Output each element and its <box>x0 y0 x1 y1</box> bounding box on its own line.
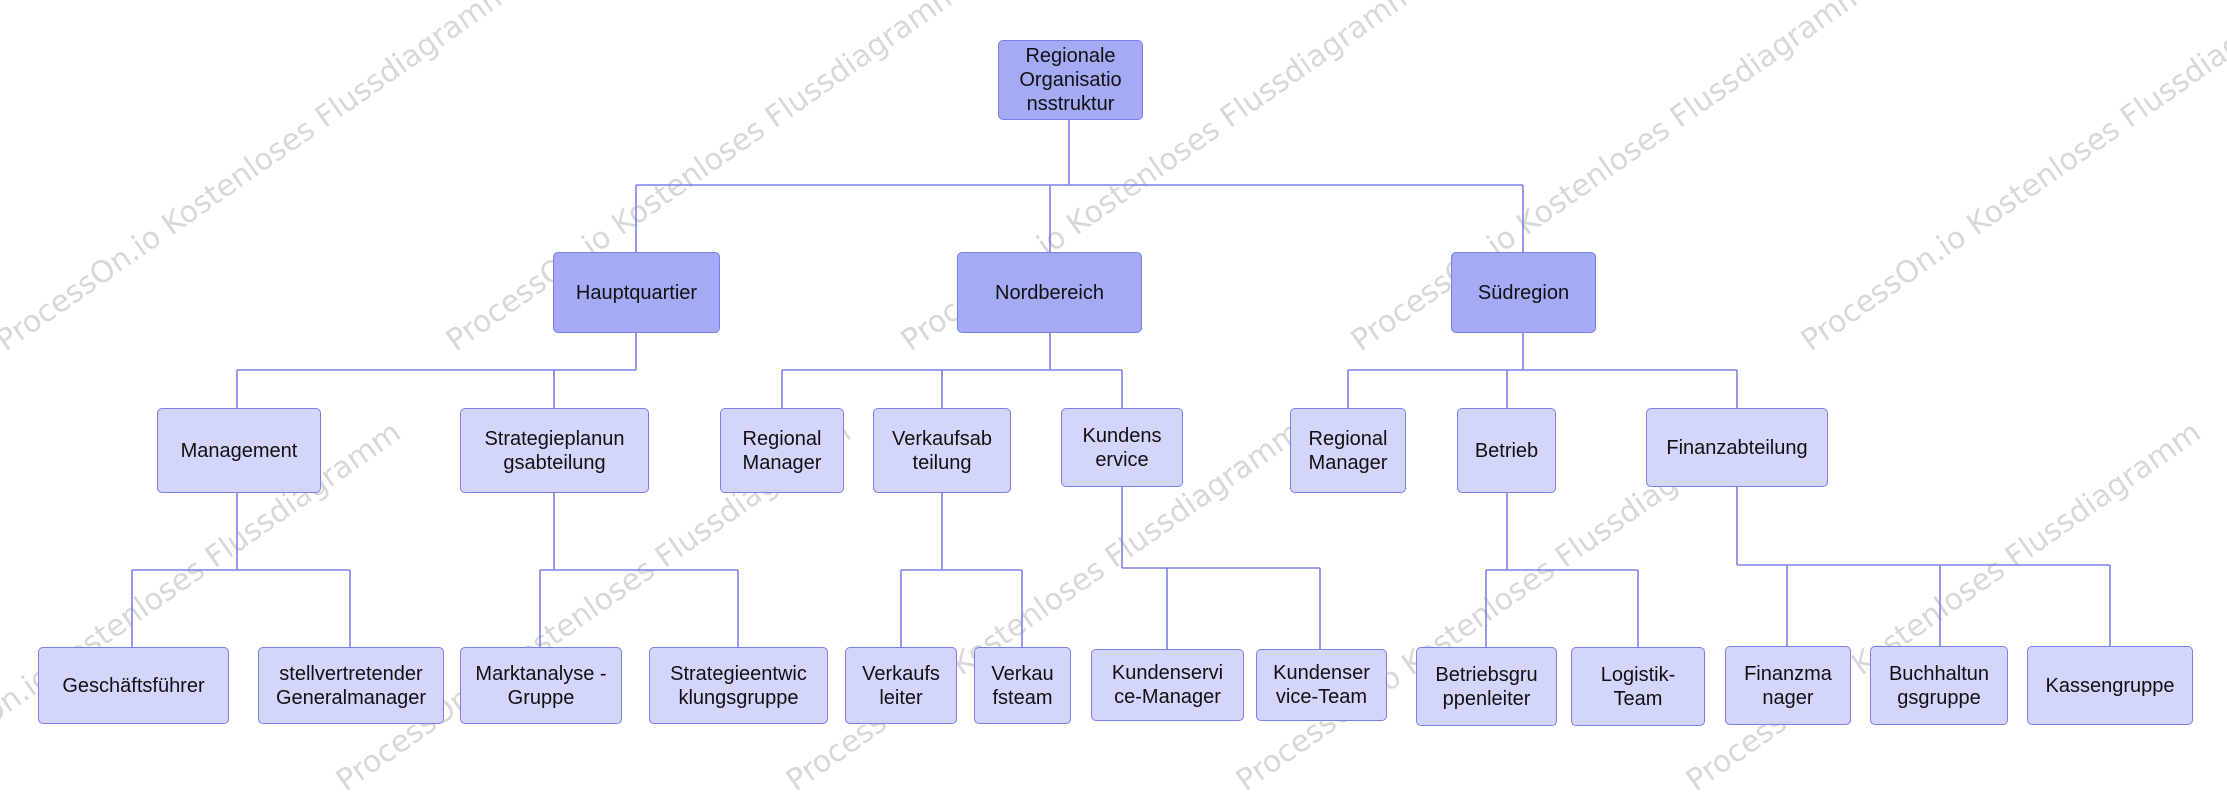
connector <box>236 333 637 408</box>
node-label: Kundenser vice-Team <box>1273 662 1370 708</box>
node-ceo[interactable]: Geschäftsführer <box>38 647 229 724</box>
node-market-analysis-group[interactable]: Marktanalyse -Gruppe <box>460 647 622 724</box>
node-label: Verkaufsab teilung <box>891 427 993 474</box>
node-label: Verkaufs leiter <box>862 662 940 709</box>
node-label: Regional Manager <box>1308 427 1388 474</box>
node-sales-team[interactable]: Verkau fsteam <box>974 647 1071 724</box>
node-regional-organization[interactable]: Regionale Organisatio nsstruktur <box>998 40 1143 120</box>
node-label: stellvertretender Generalmanager <box>275 662 427 709</box>
node-betrieb[interactable]: Betrieb <box>1457 408 1556 493</box>
node-logistics-team[interactable]: Logistik- Team <box>1571 647 1705 726</box>
connector <box>1485 493 1639 647</box>
node-deputy-general-manager[interactable]: stellvertretender Generalmanager <box>258 647 444 724</box>
node-sales-lead[interactable]: Verkaufs leiter <box>845 647 957 724</box>
node-label: Finanzma nager <box>1744 662 1832 709</box>
connector <box>1347 333 1738 408</box>
node-label: Nordbereich <box>995 281 1104 304</box>
node-label: Regionale Organisatio nsstruktur <box>1019 45 1122 115</box>
node-nordbereich[interactable]: Nordbereich <box>957 252 1142 333</box>
connector <box>131 493 351 647</box>
node-label: Strategieentwic klungsgruppe <box>670 662 807 709</box>
connector <box>539 493 739 647</box>
node-operations-group-lead[interactable]: Betriebsgru ppenleiter <box>1416 647 1557 726</box>
node-label: Geschäftsführer <box>62 674 205 697</box>
node-label: Betrieb <box>1474 439 1539 462</box>
connector <box>900 493 1023 647</box>
node-label: Kundenservi ce-Manager <box>1111 662 1224 708</box>
node-label: Finanzabteilung <box>1666 436 1808 459</box>
node-strategy-development-group[interactable]: Strategieentwic klungsgruppe <box>649 647 828 724</box>
connector <box>635 120 1524 252</box>
node-sales-department[interactable]: Verkaufsab teilung <box>873 408 1011 493</box>
node-accounting-group[interactable]: Buchhaltun gsgruppe <box>1870 646 2008 725</box>
node-north-regional-manager[interactable]: Regional Manager <box>720 408 844 493</box>
node-label: Betriebsgru ppenleiter <box>1435 663 1538 710</box>
node-south-regional-manager[interactable]: Regional Manager <box>1290 408 1406 493</box>
node-label: Logistik- Team <box>1600 663 1676 710</box>
node-label: Verkau fsteam <box>991 662 1054 709</box>
connector-lines <box>131 120 2111 649</box>
connector <box>1736 487 2111 646</box>
node-customer-service-team[interactable]: Kundenser vice-Team <box>1256 649 1387 721</box>
connector <box>1121 487 1321 649</box>
node-strategy-department[interactable]: Strategieplanun gsabteilung <box>460 408 649 493</box>
node-label: Management <box>180 439 298 462</box>
node-finance-department[interactable]: Finanzabteilung <box>1646 408 1828 487</box>
node-finance-manager[interactable]: Finanzma nager <box>1725 646 1851 725</box>
node-label: Südregion <box>1477 281 1570 304</box>
node-label: Strategieplanun gsabteilung <box>484 427 625 474</box>
node-label: Marktanalyse -Gruppe <box>475 662 607 709</box>
node-label: Regional Manager <box>742 427 822 474</box>
node-customer-service[interactable]: Kundens ervice <box>1061 408 1183 487</box>
node-management[interactable]: Management <box>157 408 321 493</box>
node-cash-group[interactable]: Kassengruppe <box>2027 646 2193 725</box>
node-label: Hauptquartier <box>575 281 698 304</box>
connector <box>781 333 1123 408</box>
node-label: Buchhaltun gsgruppe <box>1888 662 1990 709</box>
node-label: Kassengruppe <box>2045 674 2175 697</box>
node-customer-service-manager[interactable]: Kundenservi ce-Manager <box>1091 649 1244 721</box>
node-hauptquartier[interactable]: Hauptquartier <box>553 252 720 333</box>
node-suedregion[interactable]: Südregion <box>1451 252 1596 333</box>
node-label: Kundens ervice <box>1082 424 1162 471</box>
